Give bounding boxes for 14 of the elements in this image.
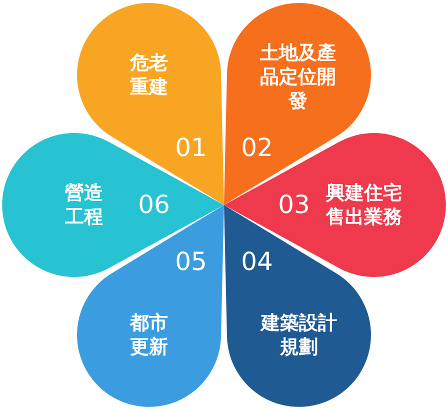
step-number: 05: [175, 248, 207, 276]
step-number: 03: [278, 191, 310, 219]
petal-title: 興建住宅售出業務: [324, 181, 403, 229]
step-number: 01: [175, 134, 207, 162]
petal-shape: [2, 133, 224, 277]
step-number: 06: [138, 191, 170, 219]
petal-title: 都市更新: [128, 310, 169, 359]
step-number: 04: [241, 248, 273, 276]
petal-title: 危老重建: [128, 51, 169, 100]
petal-title: 土地及產品定位開發: [259, 40, 337, 113]
petal-title: 建築設計規劃: [259, 310, 338, 359]
petal-title: 營造工程: [64, 181, 104, 229]
petal-shape: [224, 133, 446, 277]
step-number: 02: [241, 134, 273, 162]
